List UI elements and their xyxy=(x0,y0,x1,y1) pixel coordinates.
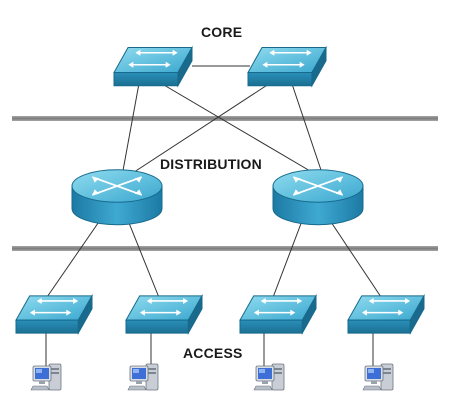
distribution-router-1 xyxy=(71,169,163,226)
access-pc-1 xyxy=(30,363,62,391)
access-switch-2 xyxy=(125,293,203,335)
access-switch-1 xyxy=(15,293,93,335)
access-pc-3 xyxy=(253,363,285,391)
core-distribution-divider xyxy=(12,116,438,121)
link-core2-dist1 xyxy=(124,77,279,179)
switch-arrows-icon xyxy=(139,297,189,316)
access-layer-label: ACCESS xyxy=(183,345,243,361)
link-dist1-access1 xyxy=(44,212,106,301)
distribution-router-2 xyxy=(272,169,364,226)
link-core2-dist2 xyxy=(289,77,324,177)
core-switch-1 xyxy=(113,45,193,88)
switch-arrows-icon xyxy=(128,49,178,68)
link-core1-dist1 xyxy=(121,77,141,177)
switch-arrows-icon xyxy=(29,297,79,316)
switch-arrows-icon xyxy=(361,297,411,316)
distribution-access-divider xyxy=(12,246,438,251)
switch-arrows-icon xyxy=(262,49,312,68)
access-pc-2 xyxy=(127,363,159,391)
links xyxy=(44,65,384,368)
core-switch-2 xyxy=(247,45,327,88)
switch-arrows-icon xyxy=(253,297,303,316)
access-pc-4 xyxy=(362,363,394,391)
link-dist2-access4 xyxy=(324,212,384,301)
link-core1-dist2 xyxy=(151,77,323,179)
access-switch-4 xyxy=(347,293,425,335)
link-dist1-access2 xyxy=(124,212,161,301)
router-arrows-icon xyxy=(292,176,344,196)
link-dist2-access3 xyxy=(271,212,306,301)
distribution-layer-label: DISTRIBUTION xyxy=(160,156,262,172)
access-switch-3 xyxy=(239,293,317,335)
core-layer-label: CORE xyxy=(201,24,243,40)
router-arrows-icon xyxy=(91,176,143,196)
